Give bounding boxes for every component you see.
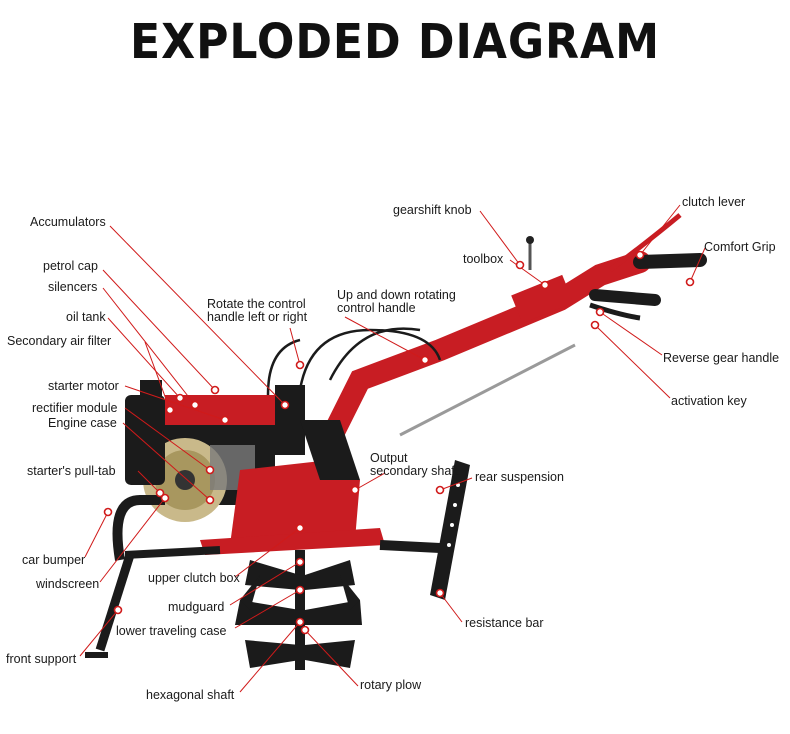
label-silencers: silencers: [48, 280, 97, 294]
label-oil-tank: oil tank: [66, 310, 106, 324]
label-rotary-plow: rotary plow: [360, 678, 421, 692]
label-secondary-air-filter: Secondary air filter: [7, 334, 111, 348]
label-rear-suspension: rear suspension: [475, 470, 564, 484]
label-starters-pull-tab: starter's pull-tab: [27, 464, 116, 478]
label-up-down-rotating-handle: Up and down rotating control handle: [337, 289, 456, 315]
label-front-support: front support: [6, 652, 76, 666]
label-rotate-control-handle: Rotate the control handle left or right: [207, 298, 307, 324]
label-engine-case: Engine case: [48, 416, 117, 430]
label-car-bumper: car bumper: [22, 553, 85, 567]
label-resistance-bar: resistance bar: [465, 616, 544, 630]
label-gearshift-knob: gearshift knob: [393, 203, 472, 217]
label-accumulators: Accumulators: [30, 215, 106, 229]
label-toolbox: toolbox: [463, 252, 503, 266]
label-comfort-grip: Comfort Grip: [704, 240, 776, 254]
label-output-secondary-shaft: Output secondary shaft: [370, 452, 458, 478]
rotary-plow: [235, 550, 362, 670]
label-reverse-gear-handle: Reverse gear handle: [663, 351, 779, 365]
label-starter-motor: starter motor: [48, 379, 119, 393]
label-upper-clutch-box: upper clutch box: [148, 571, 240, 585]
label-hexagonal-shaft: hexagonal shaft: [146, 688, 234, 702]
label-activation-key: activation key: [671, 394, 747, 408]
label-clutch-lever: clutch lever: [682, 195, 745, 209]
label-lower-traveling-case: lower traveling case: [116, 624, 226, 638]
label-petrol-cap: petrol cap: [43, 259, 98, 273]
label-windscreen: windscreen: [36, 577, 99, 591]
rear-suspension-bar: [380, 460, 470, 600]
label-rectifier-module: rectifier module: [32, 401, 117, 415]
label-mudguard: mudguard: [168, 600, 224, 614]
